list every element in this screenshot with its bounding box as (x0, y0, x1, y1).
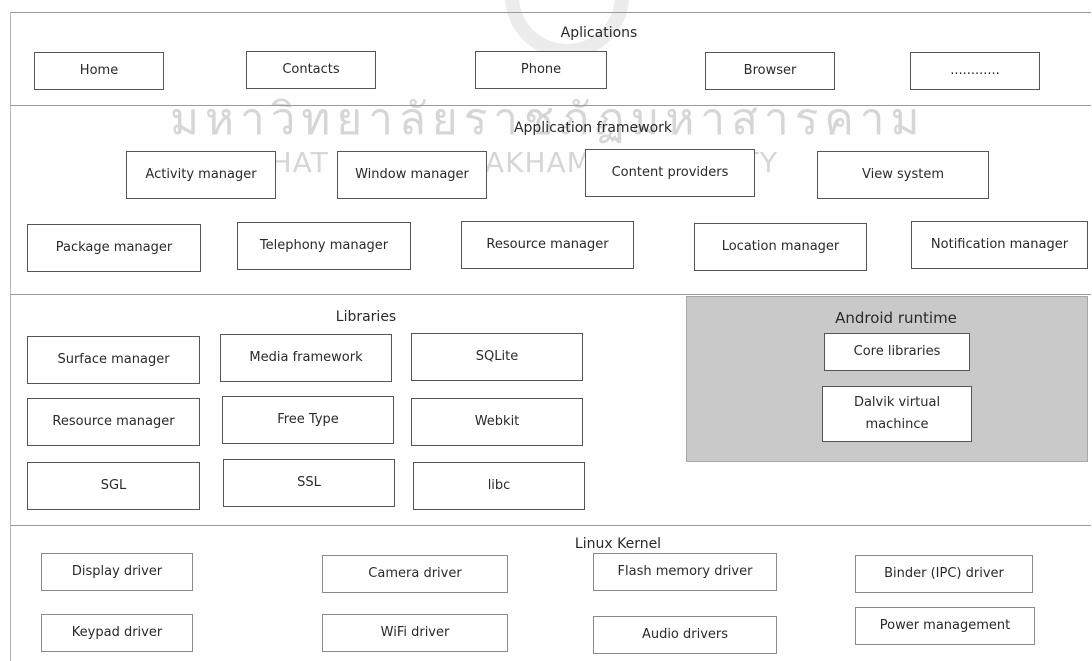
kernel-layer: Linux Kernel (10, 525, 1091, 661)
dalvik-line-1: Dalvik virtual (853, 395, 941, 410)
kernel-display-driver: Display driver (41, 553, 193, 591)
fw-package-manager: Package manager (27, 224, 201, 272)
dalvik-line-2: machince (865, 417, 929, 432)
libraries-title: Libraries (335, 309, 397, 325)
kernel-keypad-driver: Keypad driver (41, 614, 193, 652)
applications-title: Aplications (560, 25, 638, 41)
lib-libc: libc (413, 462, 585, 510)
fw-activity-manager: Activity manager (126, 151, 276, 199)
app-phone: Phone (475, 51, 607, 89)
kernel-wifi-driver: WiFi driver (322, 614, 508, 652)
kernel-power-management: Power management (855, 607, 1035, 645)
kernel-audio-drivers: Audio drivers (593, 616, 777, 654)
kernel-binder-driver: Binder (IPC) driver (855, 555, 1033, 593)
fw-notification-manager: Notification manager (911, 221, 1088, 269)
framework-title: Application framework (513, 120, 673, 136)
lib-ssl: SSL (223, 459, 395, 507)
fw-window-manager: Window manager (337, 151, 487, 199)
app-home: Home (34, 52, 164, 90)
framework-layer: Application framework (10, 105, 1091, 294)
lib-media-framework: Media framework (220, 334, 392, 382)
app-browser: Browser (705, 52, 835, 90)
lib-free-type: Free Type (222, 396, 394, 444)
app-more: ............ (910, 52, 1040, 90)
lib-sqlite: SQLite (411, 333, 583, 381)
fw-telephony-manager: Telephony manager (237, 222, 411, 270)
fw-view-system: View system (817, 151, 989, 199)
runtime-core-libraries: Core libraries (824, 333, 970, 371)
lib-webkit: Webkit (411, 398, 583, 446)
runtime-title: Android runtime (835, 309, 957, 327)
runtime-dalvik-vm: Dalvik virtual machince (822, 386, 972, 442)
kernel-camera-driver: Camera driver (322, 555, 508, 593)
libraries-layer: Libraries (10, 294, 1091, 525)
kernel-flash-memory-driver: Flash memory driver (593, 553, 777, 591)
kernel-title: Linux Kernel (574, 536, 662, 552)
fw-location-manager: Location manager (694, 223, 867, 271)
fw-resource-manager: Resource manager (461, 221, 634, 269)
applications-layer: Aplications (10, 12, 1091, 105)
app-contacts: Contacts (246, 51, 376, 89)
lib-surface-manager: Surface manager (27, 336, 200, 384)
lib-resource-manager: Resource manager (27, 398, 200, 446)
fw-content-providers: Content providers (585, 149, 755, 197)
lib-sgl: SGL (27, 462, 200, 510)
